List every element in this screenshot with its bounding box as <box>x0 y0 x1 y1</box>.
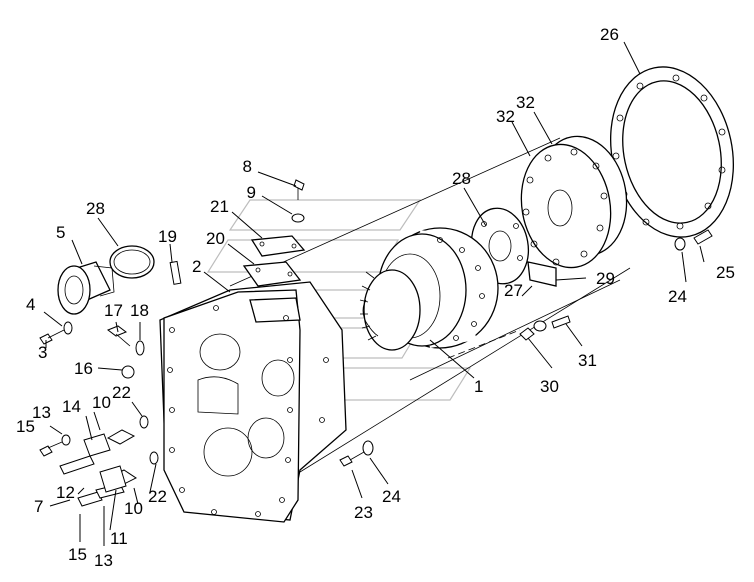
label-22-lower: 22 <box>148 487 167 506</box>
label-3: 3 <box>38 343 47 362</box>
label-22-upper: 22 <box>112 383 131 402</box>
bracket-part-29 <box>527 261 557 287</box>
label-1: 1 <box>474 377 483 396</box>
label-31: 31 <box>578 351 597 370</box>
label-4: 4 <box>26 295 35 314</box>
label-23: 23 <box>354 503 373 522</box>
label-14: 14 <box>62 397 81 416</box>
label-32-lower: 32 <box>496 107 515 126</box>
label-32-upper: 32 <box>516 93 535 112</box>
hub-part-5 <box>57 261 115 315</box>
label-28-right: 28 <box>452 169 471 188</box>
label-28-left: 28 <box>86 199 105 218</box>
label-7: 7 <box>34 497 43 516</box>
label-30: 30 <box>540 377 559 396</box>
label-17: 17 <box>104 301 123 320</box>
small-hardware <box>39 179 713 507</box>
label-8: 8 <box>243 157 252 176</box>
label-24-lower: 24 <box>382 487 401 506</box>
part-labels: 8 9 21 20 19 28 5 2 4 17 18 3 16 22 14 1… <box>16 25 735 570</box>
label-18: 18 <box>130 301 149 320</box>
label-15-lower: 15 <box>68 545 87 564</box>
label-24-right: 24 <box>668 287 687 306</box>
cover-plate-part-32 <box>520 135 628 269</box>
cover-gasket-parts-20-21 <box>242 235 306 287</box>
label-13-lower: 13 <box>94 551 113 570</box>
label-12: 12 <box>56 483 75 502</box>
label-19: 19 <box>158 227 177 246</box>
label-13-upper: 13 <box>32 403 51 422</box>
label-2: 2 <box>192 257 201 276</box>
label-29: 29 <box>596 269 615 288</box>
label-25: 25 <box>716 263 735 282</box>
drum-housing-part-1 <box>359 227 499 351</box>
label-5: 5 <box>56 223 65 242</box>
label-10-lower: 10 <box>124 499 143 518</box>
label-15-upper: 15 <box>16 417 35 436</box>
label-20: 20 <box>206 229 225 248</box>
oring-part-28-left <box>109 245 155 279</box>
label-10-upper: 10 <box>92 393 111 412</box>
label-16: 16 <box>74 359 93 378</box>
label-26: 26 <box>600 25 619 44</box>
leader-lines <box>43 41 705 546</box>
gear-case-part-2 <box>159 281 347 523</box>
label-27: 27 <box>504 281 523 300</box>
label-11: 11 <box>110 529 128 548</box>
label-9: 9 <box>247 183 256 202</box>
label-21: 21 <box>210 197 229 216</box>
